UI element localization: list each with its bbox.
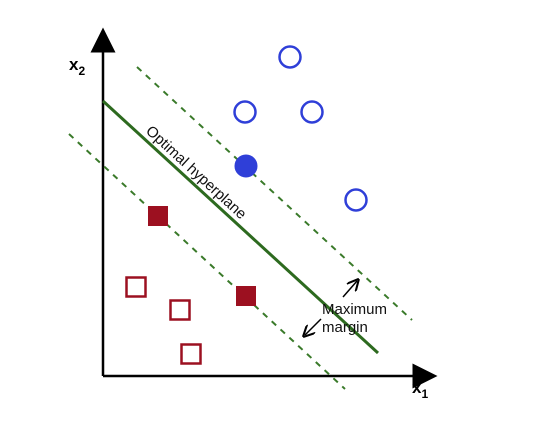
margin-arrow-lower [305, 318, 322, 335]
open-square-point [180, 343, 202, 365]
support-vector-circle [234, 154, 258, 178]
support-vector-square [148, 206, 168, 226]
upper-margin-line [136, 66, 413, 321]
x-axis-subscript: 1 [421, 387, 428, 401]
optimal-hyperplane-line [101, 99, 380, 355]
x-axis-label: x1 [412, 378, 428, 401]
open-square-point [169, 299, 191, 321]
y-axis-label: x2 [69, 55, 85, 78]
lower-margin-line [68, 133, 346, 390]
open-circle-point [233, 100, 257, 124]
margin-label-line1: Maximum [322, 301, 387, 318]
y-axis-subscript: 2 [78, 64, 85, 78]
margin-arrow-upper [342, 281, 357, 298]
open-circle-point [278, 45, 302, 69]
support-vector-square [236, 286, 256, 306]
margin-label-line2: margin [322, 319, 368, 336]
open-circle-point [344, 188, 368, 212]
open-circle-point [300, 100, 324, 124]
open-square-point [125, 276, 147, 298]
